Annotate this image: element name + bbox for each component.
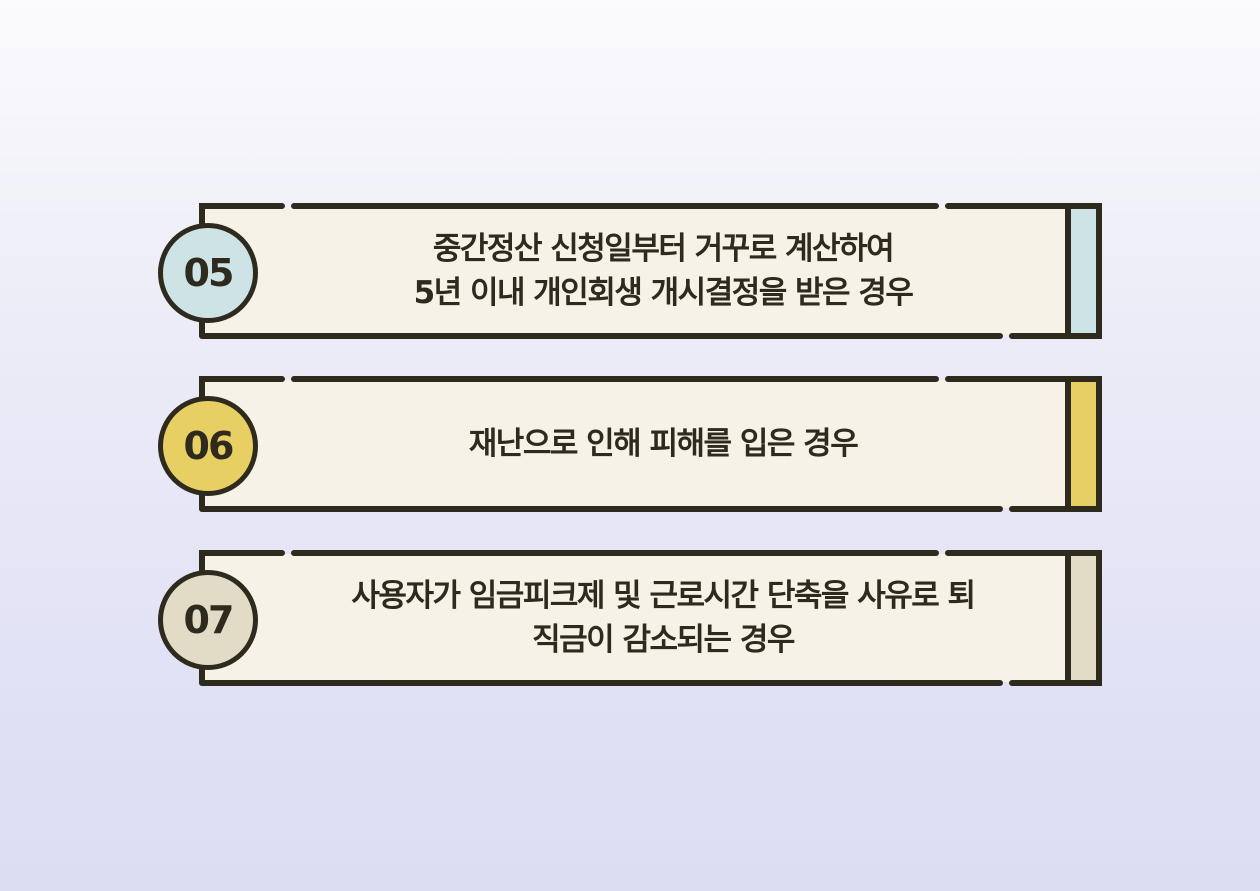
case-description-line-1: 재난으로 인해 피해를 입은 경우 xyxy=(468,426,859,462)
accent-bar xyxy=(1070,554,1098,682)
case-number: 06 xyxy=(183,424,235,468)
case-item-06: 06 재난으로 인해 피해를 입은 경우 xyxy=(158,374,1104,514)
case-description-line-1: 사용자가 임금피크제 및 근로시간 단축을 사유로 퇴 xyxy=(351,578,976,614)
case-description: 재난으로 인해 피해를 입은 경우 xyxy=(268,382,1058,506)
case-description-line-1: 중간정산 신청일부터 거꾸로 계산하여 xyxy=(432,231,895,267)
case-description: 중간정산 신청일부터 거꾸로 계산하여 5년 이내 개인회생 개시결정을 받은 … xyxy=(268,209,1058,333)
card-background xyxy=(202,554,1100,682)
case-card-frame xyxy=(199,203,1102,339)
case-card-frame xyxy=(199,376,1102,512)
case-card-frame xyxy=(199,550,1102,686)
case-number-badge: 06 xyxy=(158,396,258,496)
case-number-badge: 07 xyxy=(158,570,258,670)
case-item-05: 05 중간정산 신청일부터 거꾸로 계산하여 5년 이내 개인회생 개시결정을 … xyxy=(158,201,1104,341)
case-description: 사용자가 임금피크제 및 근로시간 단축을 사유로 퇴 직금이 감소되는 경우 xyxy=(268,556,1058,680)
accent-bar xyxy=(1070,207,1098,335)
case-number-badge: 05 xyxy=(158,223,258,323)
case-description-line-2: 직금이 감소되는 경우 xyxy=(532,622,795,658)
case-number: 05 xyxy=(183,251,235,295)
card-background xyxy=(202,380,1100,508)
case-item-07: 07 사용자가 임금피크제 및 근로시간 단축을 사유로 퇴 직금이 감소되는 … xyxy=(158,548,1104,688)
card-background xyxy=(202,207,1100,335)
case-number: 07 xyxy=(183,598,235,642)
case-description-line-2: 5년 이내 개인회생 개시결정을 받은 경우 xyxy=(413,275,914,311)
accent-bar xyxy=(1070,380,1098,508)
